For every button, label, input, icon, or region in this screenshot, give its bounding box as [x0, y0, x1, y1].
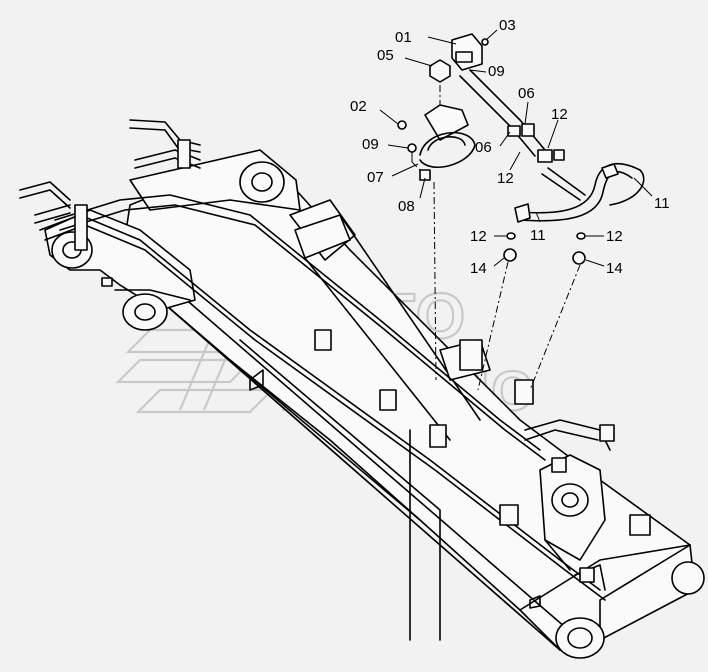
callout-05: 05 [377, 47, 394, 64]
exploded-components [397, 33, 645, 265]
pipe-clamps [74, 139, 651, 536]
callout-labels: 01 03 05 09 02 06 12 09 06 07 12 08 11 1… [350, 17, 670, 277]
callout-12-top: 12 [551, 106, 568, 123]
arm-end-bracket [524, 419, 615, 591]
callout-01: 01 [395, 29, 412, 46]
callout-11-mid: 11 [530, 227, 546, 244]
callout-06-mid: 06 [475, 139, 492, 156]
callout-03: 03 [499, 17, 516, 34]
callout-09-left: 09 [362, 136, 379, 153]
callout-07: 07 [367, 169, 384, 186]
callout-12-mid: 12 [497, 170, 514, 187]
callout-09-top: 09 [488, 63, 505, 80]
callout-06-top: 06 [518, 85, 535, 102]
callout-02: 02 [350, 98, 367, 115]
callout-12-right: 12 [606, 228, 623, 245]
leader-lines [379, 29, 653, 267]
callout-14-right: 14 [606, 260, 623, 277]
assembly-lines [411, 85, 581, 391]
callout-12-left: 12 [470, 228, 487, 245]
cylinder-bracket [129, 149, 301, 211]
callout-11-right: 11 [654, 195, 670, 212]
callout-08: 08 [398, 198, 415, 215]
callout-14-left: 14 [470, 260, 487, 277]
